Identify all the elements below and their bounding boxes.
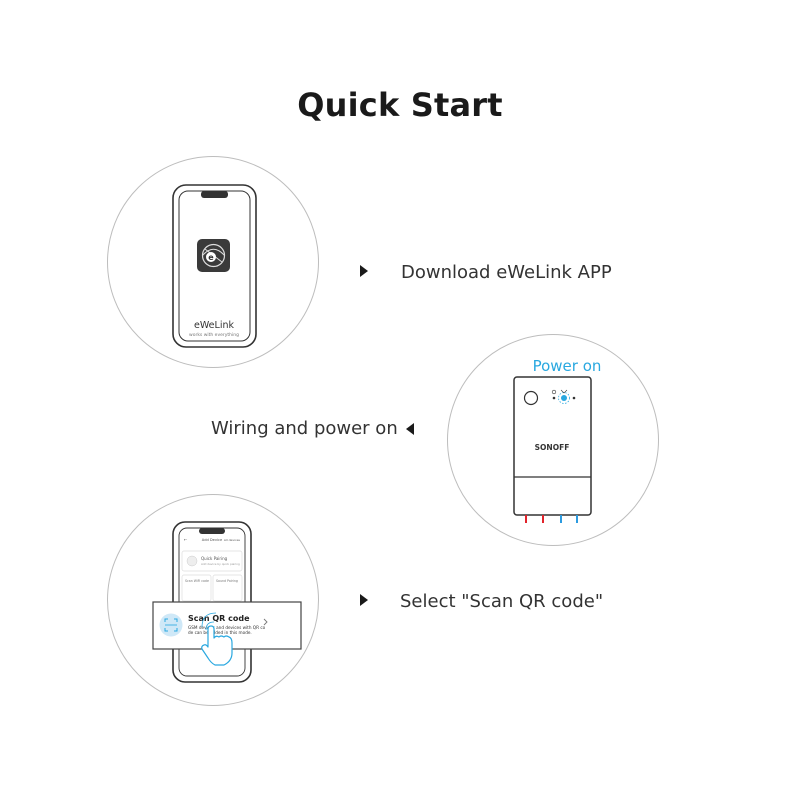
add-device-header: Add Device [202, 538, 223, 542]
popup-desc-1: GSM devices and devices with QR co [188, 625, 266, 630]
app-tagline: works with everything [189, 332, 239, 338]
brand-label: SONOFF [535, 443, 570, 452]
step2-circle: Power on SONOFF [447, 334, 659, 546]
quick-pairing-sub: Add device by quick pairing [201, 562, 240, 566]
arrow-right-icon [360, 594, 368, 606]
left-card-label: Scan WiFi code [185, 579, 209, 583]
popup-title: Scan QR code [188, 614, 250, 623]
hand-pointer-icon [201, 612, 233, 666]
popup-desc-2: de can be added in this mode. [188, 630, 252, 635]
step1-circle: e eWeLink works with everything [107, 156, 319, 368]
step3-text: Select "Scan QR code" [400, 591, 604, 612]
back-icon: ← [184, 537, 188, 542]
header-right: All devices [224, 538, 241, 542]
scan-qr-illustration: ← Add Device All devices Quick Pairing A… [152, 521, 302, 683]
step3-circle: ← Add Device All devices Quick Pairing A… [107, 494, 319, 706]
switch-device-illustration: Power on SONOFF [513, 357, 602, 523]
phone-illustration: e eWeLink works with everything [172, 184, 257, 348]
arrow-left-icon [406, 423, 414, 435]
ewelink-logo-icon: e [197, 239, 230, 272]
power-on-label: Power on [533, 357, 602, 375]
app-name: eWeLink [194, 320, 234, 331]
button-icon [523, 390, 539, 406]
right-card-label: Sound Pairing [216, 579, 238, 583]
chevron-right-icon [263, 618, 268, 626]
step1-text: Download eWeLink APP [401, 262, 612, 283]
arrow-right-icon [360, 265, 368, 277]
step2-text: Wiring and power on [211, 418, 398, 439]
page-title: Quick Start [297, 86, 503, 124]
quick-pairing-label: Quick Pairing [201, 556, 228, 561]
led-indicator-icon [551, 389, 576, 404]
wire-terminals [525, 515, 578, 523]
logo-letter: e [208, 253, 214, 262]
